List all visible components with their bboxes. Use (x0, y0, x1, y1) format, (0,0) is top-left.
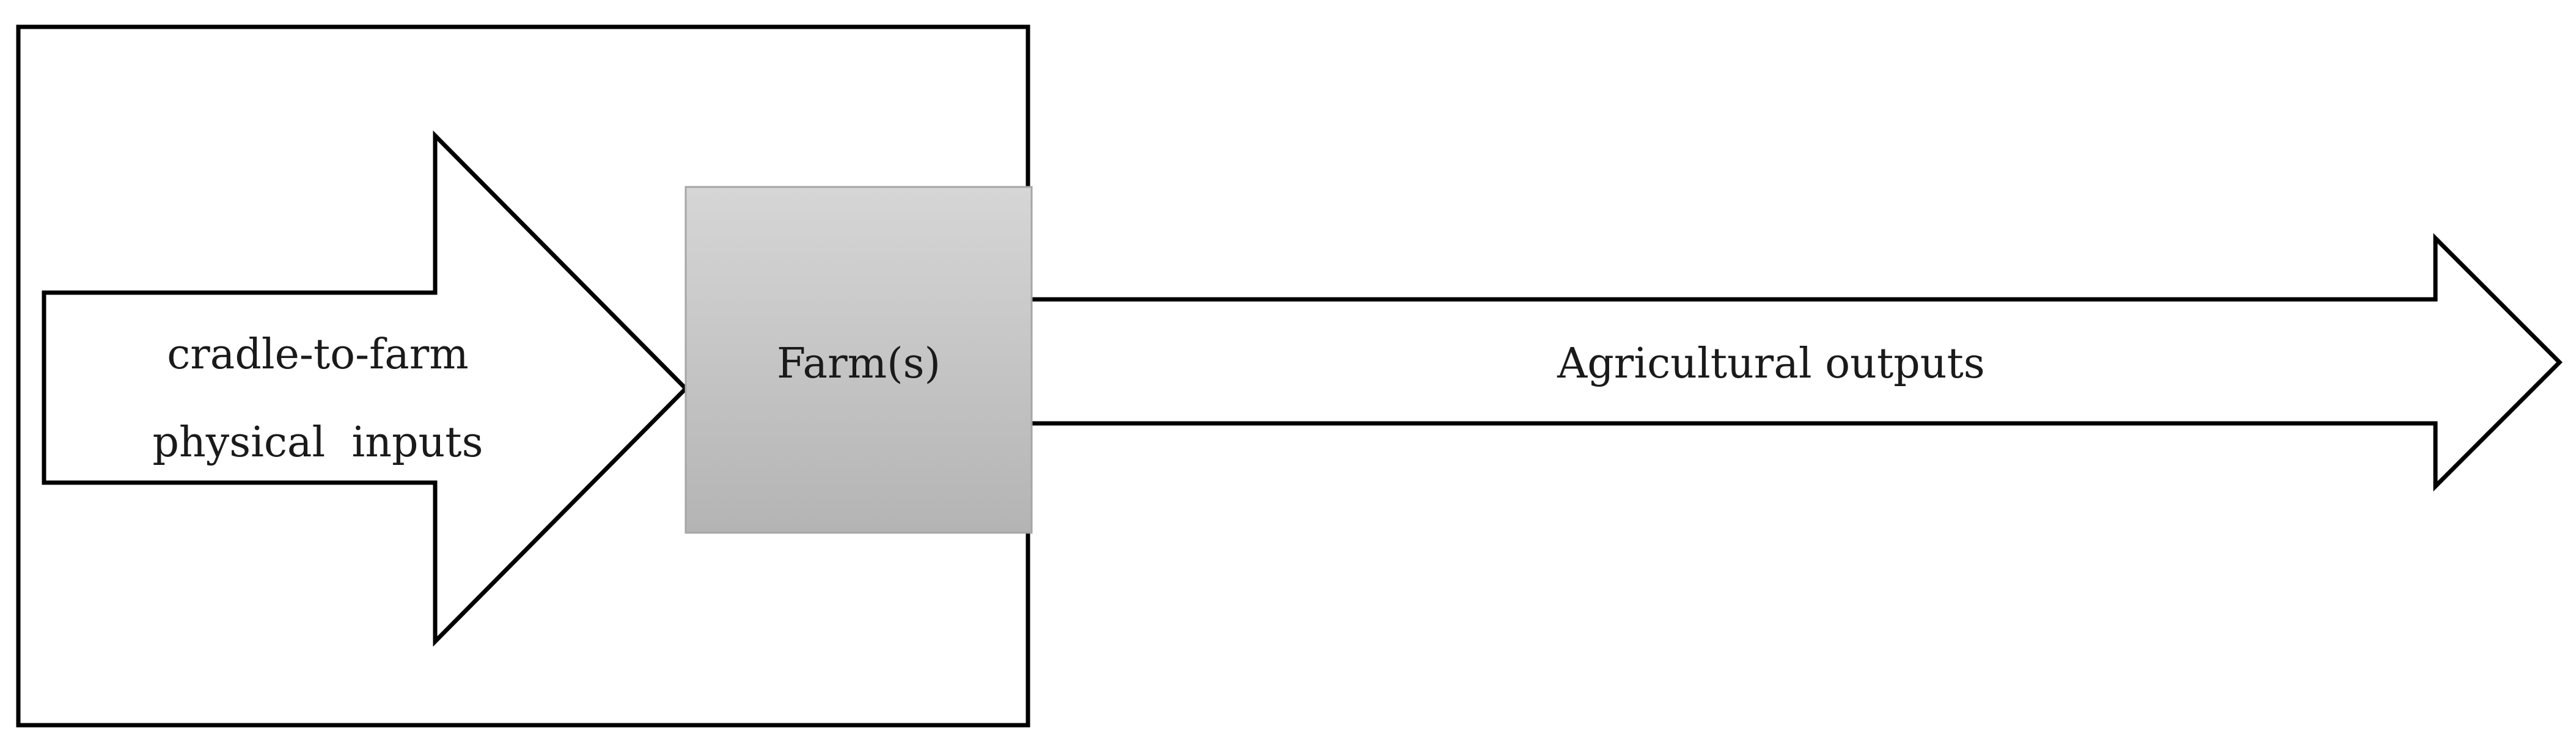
output-arrow-label: Agricultural outputs (1557, 340, 1985, 388)
input-arrow-label-line1: cradle-to-farm (167, 331, 469, 379)
input-arrow (42, 130, 689, 647)
input-arrow-label-line2: physical inputs (152, 418, 483, 467)
farm-box-label: Farm(s) (777, 340, 941, 388)
output-arrow (1026, 233, 2563, 492)
farm-box (684, 186, 1033, 534)
